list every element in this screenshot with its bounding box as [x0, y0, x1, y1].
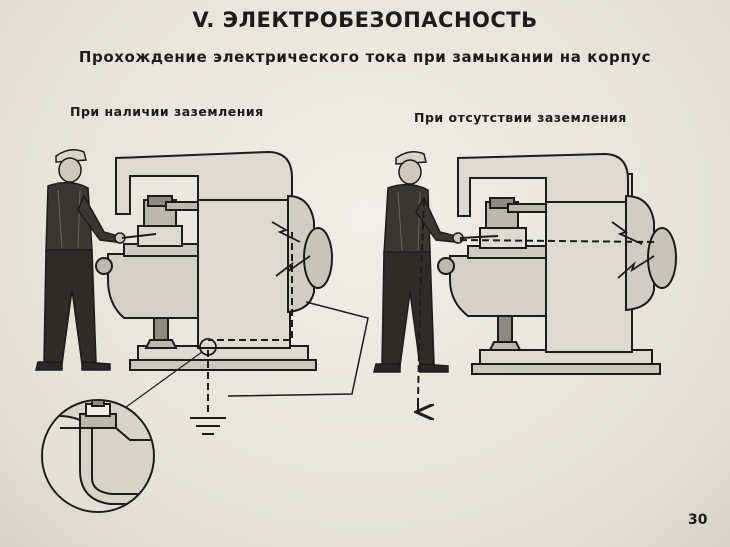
machine-ungrounded: [437, 152, 677, 375]
left-panel: [35, 149, 369, 513]
caption-without-grounding: При отсутствии заземления: [414, 110, 627, 125]
fault-spark-right: [611, 221, 655, 279]
machine-grounded: [95, 150, 333, 371]
detail-leader-line: [121, 351, 203, 411]
caption-with-grounding: При наличии заземления: [70, 104, 264, 119]
slide-subtitle: Прохождение электрического тока при замы…: [78, 48, 652, 66]
grounding-bolt-detail: [41, 399, 155, 513]
current-path-through-worker: [417, 199, 655, 401]
worker-figure-left: [35, 149, 126, 371]
ground-wire: [227, 301, 369, 397]
slide-title: V. ЭЛЕКТРОБЕЗОПАСНОСТЬ: [192, 8, 538, 32]
page-number: 30: [688, 512, 708, 528]
grounding-bolt-marker: [199, 338, 217, 356]
current-path-grounded: [207, 232, 293, 414]
ground-symbol: [190, 417, 226, 435]
right-panel: [373, 151, 677, 412]
